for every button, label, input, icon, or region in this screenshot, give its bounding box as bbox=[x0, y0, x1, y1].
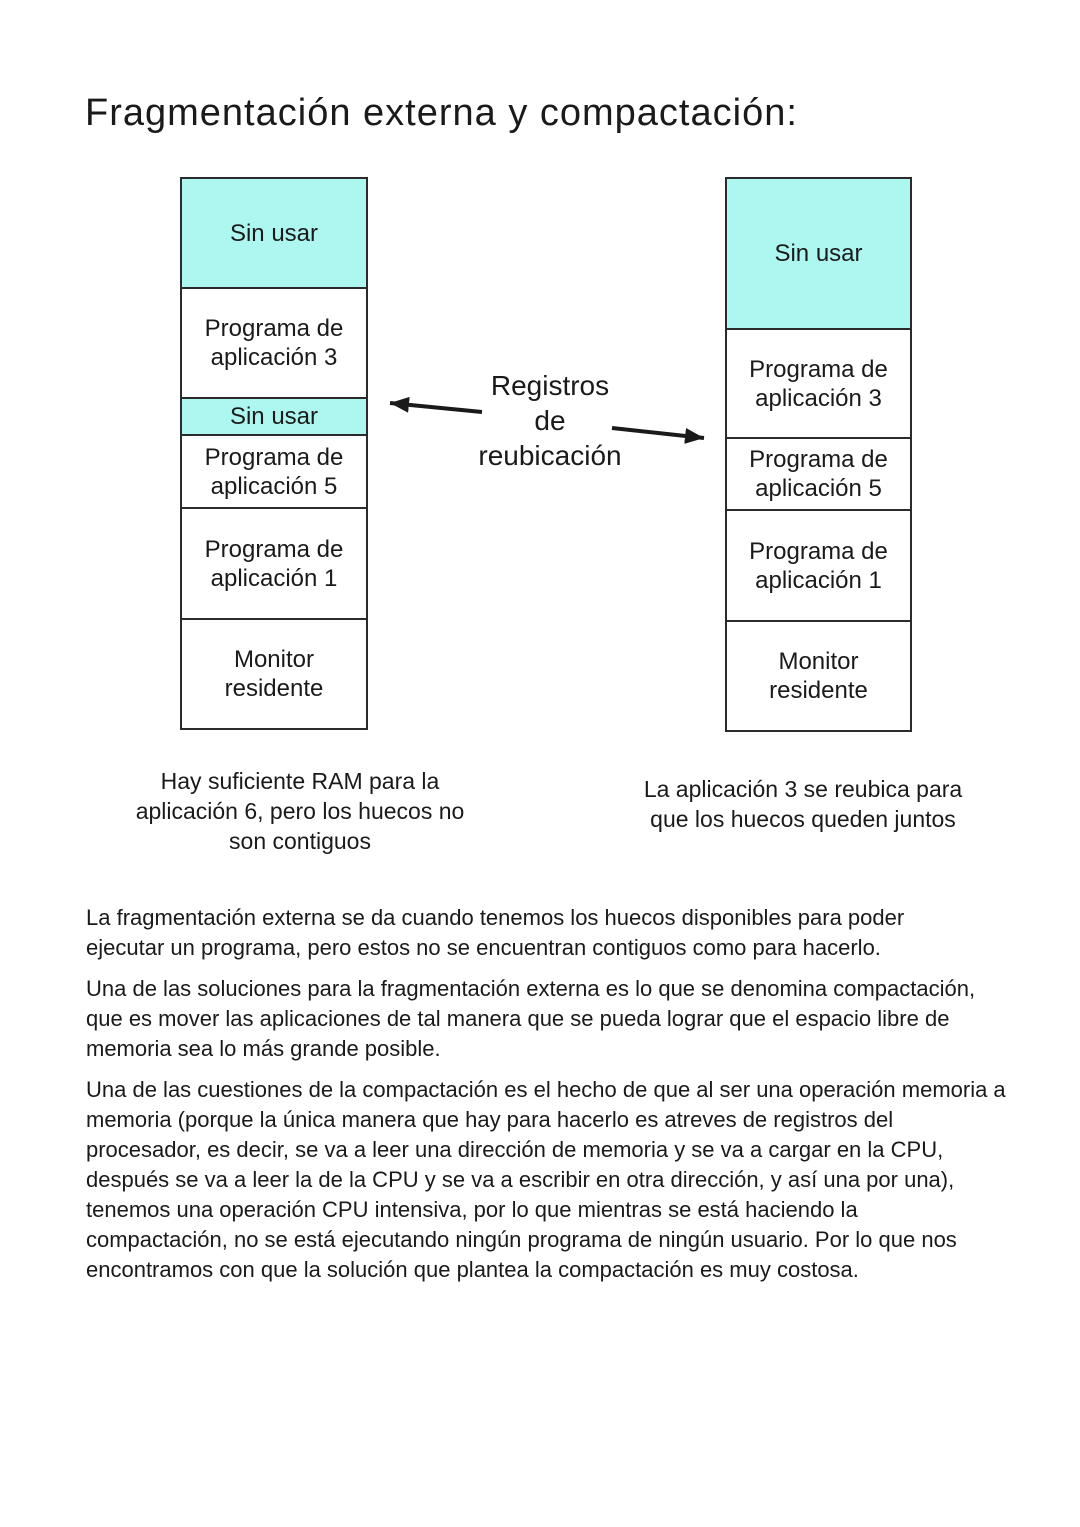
caption-line: La aplicación 3 se reubica para bbox=[643, 776, 963, 802]
memory-block-label: Programa de aplicación 1 bbox=[749, 537, 888, 594]
caption-line: que los huecos queden juntos bbox=[650, 806, 956, 832]
memory-block-label: Monitor residente bbox=[224, 646, 324, 702]
memory-block-free: Sin usar bbox=[180, 177, 368, 289]
memory-block-app3: Programa de aplicación 3 bbox=[725, 328, 912, 439]
body-line: La fragmentación externa se da cuando te… bbox=[86, 905, 905, 930]
memory-block-app1: Programa de aplicación 1 bbox=[725, 509, 912, 622]
memory-block-label: Sin usar bbox=[774, 240, 863, 267]
memory-block-label: Programa de aplicación 3 bbox=[204, 315, 344, 371]
page-title: Fragmentación externa y compactación: bbox=[85, 92, 798, 134]
memory-block-label: Sin usar bbox=[229, 219, 319, 247]
paragraph-compaction-solution: Una de las soluciones para la fragmentac… bbox=[86, 974, 1026, 1064]
body-line: tenemos una operación CPU intensiva, por… bbox=[86, 1197, 858, 1222]
body-line: memoria (porque la única manera que hay … bbox=[86, 1107, 894, 1132]
memory-column-before: Sin usar Programa de aplicación 3 Sin us… bbox=[180, 177, 368, 730]
relocation-label-line: de bbox=[534, 405, 566, 436]
memory-block-free-small: Sin usar bbox=[180, 397, 368, 436]
body-line: compactación, no se está ejecutando ning… bbox=[86, 1227, 957, 1252]
body-line: Una de las cuestiones de la compactación… bbox=[86, 1077, 1006, 1102]
memory-block-monitor: Monitor residente bbox=[180, 618, 368, 730]
memory-column-after: Sin usar Programa de aplicación 3 Progra… bbox=[725, 177, 912, 732]
body-line: después se va a leer la de la CPU y se v… bbox=[86, 1167, 955, 1192]
caption-before: Hay suficiente RAM para la aplicación 6,… bbox=[115, 766, 485, 856]
body-text: La fragmentación externa se da cuando te… bbox=[86, 903, 1026, 1296]
memory-block-app3: Programa de aplicación 3 bbox=[180, 287, 368, 399]
memory-block-label: Monitor residente bbox=[769, 648, 868, 704]
body-line: memoria sea lo más grande posible. bbox=[86, 1036, 441, 1061]
paragraph-external-fragmentation: La fragmentación externa se da cuando te… bbox=[86, 903, 1026, 963]
memory-block-label: Programa de aplicación 5 bbox=[749, 446, 888, 502]
caption-line: aplicación 6, pero los huecos no bbox=[135, 798, 465, 824]
memory-block-app5: Programa de aplicación 5 bbox=[725, 437, 912, 511]
caption-line: Hay suficiente RAM para la bbox=[160, 768, 440, 794]
paragraph-compaction-cost: Una de las cuestiones de la compactación… bbox=[86, 1075, 1026, 1285]
memory-block-label: Sin usar bbox=[229, 403, 319, 430]
caption-line: son contiguos bbox=[229, 828, 371, 854]
relocation-label-line: reubicación bbox=[478, 440, 622, 471]
relocation-label-line: Registros bbox=[490, 370, 610, 401]
body-line: que es mover las aplicaciones de tal man… bbox=[86, 1006, 950, 1031]
body-line: ejecutar un programa, pero estos no se e… bbox=[86, 935, 881, 960]
body-line: procesador, es decir, se va a leer una d… bbox=[86, 1137, 944, 1162]
memory-block-label: Programa de aplicación 1 bbox=[204, 535, 344, 592]
memory-block-label: Programa de aplicación 3 bbox=[749, 355, 888, 412]
memory-block-monitor: Monitor residente bbox=[725, 620, 912, 732]
memory-block-label: Programa de aplicación 5 bbox=[204, 443, 344, 500]
relocation-registers-label: Registros de reubicación bbox=[438, 368, 662, 473]
body-line: encontramos con que la solución que plan… bbox=[86, 1257, 859, 1282]
body-line: Una de las soluciones para la fragmentac… bbox=[86, 976, 976, 1001]
caption-after: La aplicación 3 se reubica para que los … bbox=[618, 774, 988, 834]
memory-block-app5: Programa de aplicación 5 bbox=[180, 434, 368, 509]
memory-block-app1: Programa de aplicación 1 bbox=[180, 507, 368, 620]
memory-block-free: Sin usar bbox=[725, 177, 912, 330]
